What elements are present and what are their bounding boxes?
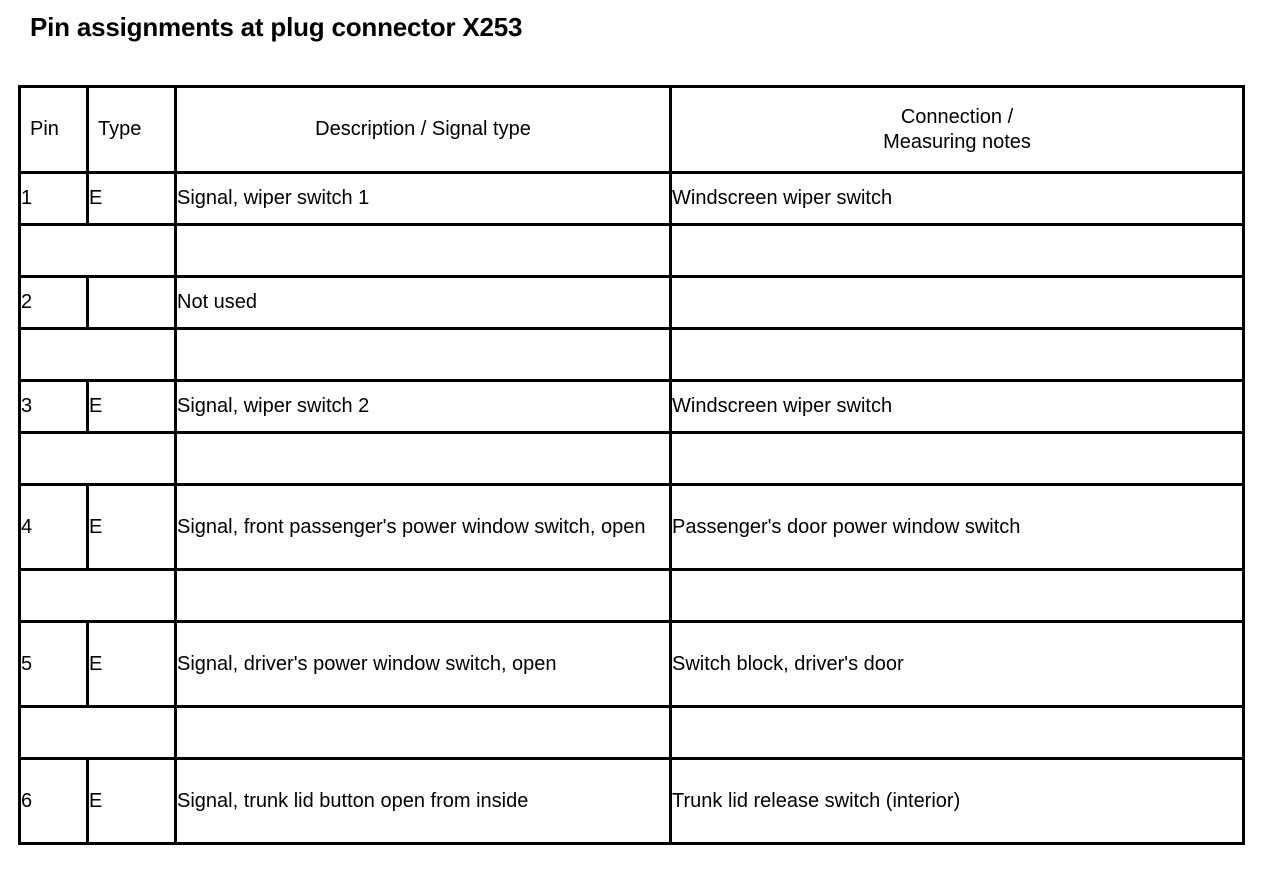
table-row: 2 Not used <box>18 275 1245 330</box>
cell-description: Signal, wiper switch 2 <box>174 379 672 434</box>
spacer-cell-description <box>174 431 672 486</box>
spacer-cell-connection <box>669 568 1245 623</box>
cell-connection-notes: Trunk lid release switch (interior) <box>669 757 1245 845</box>
spacer-cell-connection <box>669 705 1245 760</box>
spacer-cell-pin-type <box>18 568 177 623</box>
table-spacer-row <box>18 223 1245 278</box>
cell-signal-type <box>86 275 177 330</box>
pin-assignment-table: Pin Type Description / Signal type Conne… <box>18 85 1245 845</box>
spacer-cell-description <box>174 223 672 278</box>
table-spacer-row <box>18 568 1245 623</box>
column-header-connection-line2: Measuring notes <box>883 130 1031 153</box>
cell-connection-notes-text: Windscreen wiper switch <box>672 187 893 209</box>
cell-pin-number: 3 <box>18 379 89 434</box>
cell-description-text: Signal, driver's power window switch, op… <box>177 652 557 675</box>
cell-description-text: Signal, front passenger's power window s… <box>177 515 646 538</box>
cell-description: Not used <box>174 275 672 330</box>
column-header-type: Type <box>86 85 177 174</box>
spacer-cell-connection <box>669 223 1245 278</box>
cell-description: Signal, trunk lid button open from insid… <box>174 757 672 845</box>
cell-connection-notes-text: Switch block, driver's door <box>672 652 904 675</box>
cell-pin-number: 6 <box>18 757 89 845</box>
spacer-cell-description <box>174 327 672 382</box>
spacer-cell-pin-type <box>18 431 177 486</box>
page-title: Pin assignments at plug connector X253 <box>30 12 523 42</box>
cell-connection-notes: Passenger's door power window switch <box>669 483 1245 571</box>
cell-pin-number: 1 <box>18 171 89 226</box>
cell-connection-notes: Switch block, driver's door <box>669 620 1245 708</box>
table-header: Pin Type Description / Signal type Conne… <box>18 85 1245 174</box>
cell-description: Signal, driver's power window switch, op… <box>174 620 672 708</box>
cell-connection-notes-text: Passenger's door power window switch <box>672 515 1021 538</box>
spacer-cell-connection <box>669 431 1245 486</box>
column-header-pin: Pin <box>18 85 89 174</box>
cell-connection-notes-text: Windscreen wiper switch <box>672 395 893 417</box>
cell-connection-notes <box>669 275 1245 330</box>
cell-description-text: Signal, wiper switch 1 <box>177 187 370 209</box>
cell-signal-type: E <box>86 757 177 845</box>
cell-pin-number: 2 <box>18 275 89 330</box>
cell-description: Signal, wiper switch 1 <box>174 171 672 226</box>
spacer-cell-pin-type <box>18 223 177 278</box>
cell-signal-type: E <box>86 483 177 571</box>
column-header-connection: Connection / Measuring notes <box>669 85 1245 174</box>
cell-connection-notes: Windscreen wiper switch <box>669 379 1245 434</box>
column-header-connection-line1: Connection / <box>900 105 1014 128</box>
cell-connection-notes-text: Trunk lid release switch (interior) <box>672 789 961 812</box>
table-spacer-row <box>18 327 1245 382</box>
cell-description: Signal, front passenger's power window s… <box>174 483 672 571</box>
table-header-row: Pin Type Description / Signal type Conne… <box>18 85 1245 174</box>
spacer-cell-description <box>174 705 672 760</box>
cell-pin-number: 4 <box>18 483 89 571</box>
cell-pin-number: 5 <box>18 620 89 708</box>
column-header-description: Description / Signal type <box>174 85 672 174</box>
spacer-cell-pin-type <box>18 327 177 382</box>
cell-description-text: Signal, wiper switch 2 <box>177 395 370 417</box>
cell-connection-notes: Windscreen wiper switch <box>669 171 1245 226</box>
cell-description-text: Not used <box>177 291 258 313</box>
spacer-cell-pin-type <box>18 705 177 760</box>
table-spacer-row <box>18 705 1245 760</box>
cell-signal-type: E <box>86 620 177 708</box>
cell-signal-type: E <box>86 171 177 226</box>
spacer-cell-connection <box>669 327 1245 382</box>
spacer-cell-description <box>174 568 672 623</box>
cell-description-text: Signal, trunk lid button open from insid… <box>177 789 529 812</box>
table-spacer-row <box>18 431 1245 486</box>
cell-signal-type: E <box>86 379 177 434</box>
